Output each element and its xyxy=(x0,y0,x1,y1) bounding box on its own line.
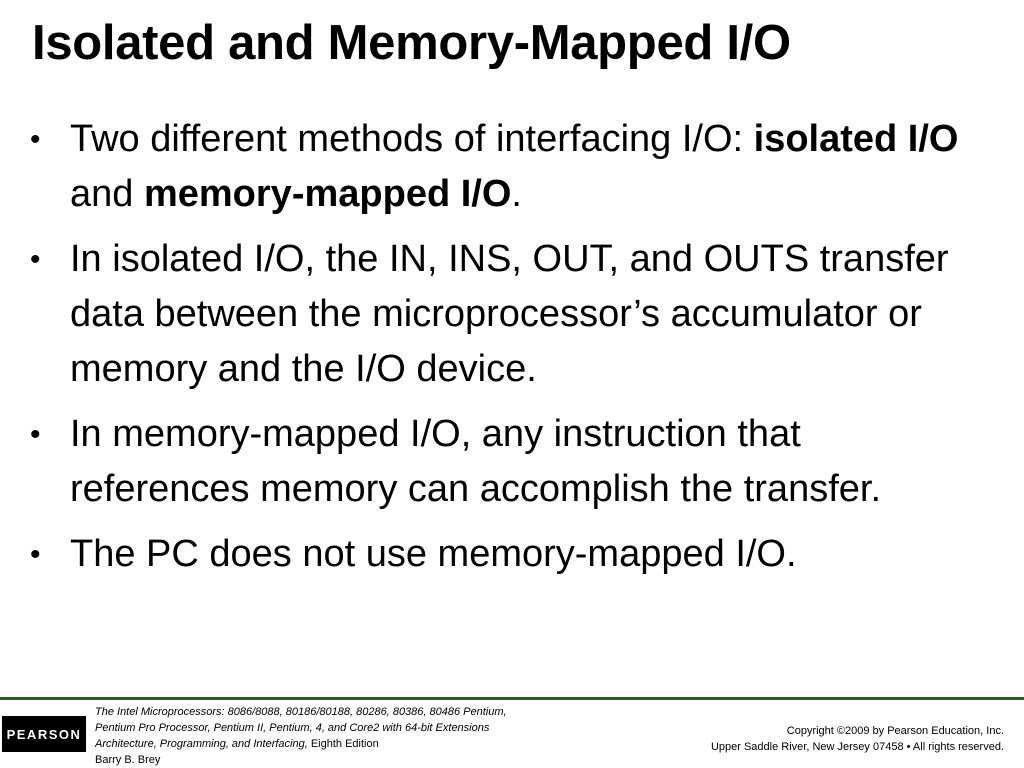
bullet-text-4: The PC does not use memory-mapped I/O. xyxy=(70,533,797,575)
copyright-notice: Copyright ©2009 by Pearson Education, In… xyxy=(711,723,1004,755)
bullet-text-1b: and xyxy=(70,173,144,215)
slide-title: Isolated and Memory-Mapped I/O xyxy=(32,16,791,70)
book-citation-line-1: The Intel Microprocessors: 8086/8088, 80… xyxy=(95,704,565,720)
footer-divider xyxy=(0,697,1024,700)
bullet-list: • Two different methods of interfacing I… xyxy=(30,112,990,592)
book-subtitle: Architecture, Programming, and Interfaci… xyxy=(95,738,308,750)
bullet-item-1: • Two different methods of interfacing I… xyxy=(30,112,990,222)
bullet-text-1c: . xyxy=(511,173,522,215)
bullet-marker: • xyxy=(30,418,41,451)
book-edition: Eighth Edition xyxy=(307,738,379,750)
copyright-line-2: Upper Saddle River, New Jersey 07458 • A… xyxy=(710,741,1004,753)
bullet-marker: • xyxy=(30,123,41,156)
bullet-bold-isolated-io: isolated I/O xyxy=(753,118,959,160)
bullet-text-2: In isolated I/O, the IN, INS, OUT, and O… xyxy=(70,238,949,390)
bullet-marker: • xyxy=(30,538,41,571)
pearson-logo: PEARSON xyxy=(2,716,88,752)
bullet-text-3: In memory-mapped I/O, any instruction th… xyxy=(70,413,882,510)
book-title: The Intel Microprocessors: xyxy=(95,706,225,718)
bullet-text-1a: Two different methods of interfacing I/O… xyxy=(70,118,754,160)
book-title-rest: 8086/8088, 80186/80188, 80286, 80386, 80… xyxy=(224,706,507,718)
copyright-line-1: Copyright ©2009 by Pearson Education, In… xyxy=(786,725,1004,737)
book-citation-line-3: Architecture, Programming, and Interfaci… xyxy=(95,736,565,752)
book-author: Barry B. Brey xyxy=(95,754,161,766)
book-citation-line-2: Pentium Pro Processor, Pentium II, Penti… xyxy=(95,722,490,734)
bullet-bold-memory-mapped-io: memory-mapped I/O xyxy=(143,173,512,215)
bullet-item-3: • In memory-mapped I/O, any instruction … xyxy=(30,407,990,517)
bullet-item-4: • The PC does not use memory-mapped I/O. xyxy=(30,527,990,582)
bullet-item-2: • In isolated I/O, the IN, INS, OUT, and… xyxy=(30,232,990,397)
bullet-marker: • xyxy=(30,243,41,276)
book-citation: The Intel Microprocessors: 8086/8088, 80… xyxy=(95,704,565,768)
